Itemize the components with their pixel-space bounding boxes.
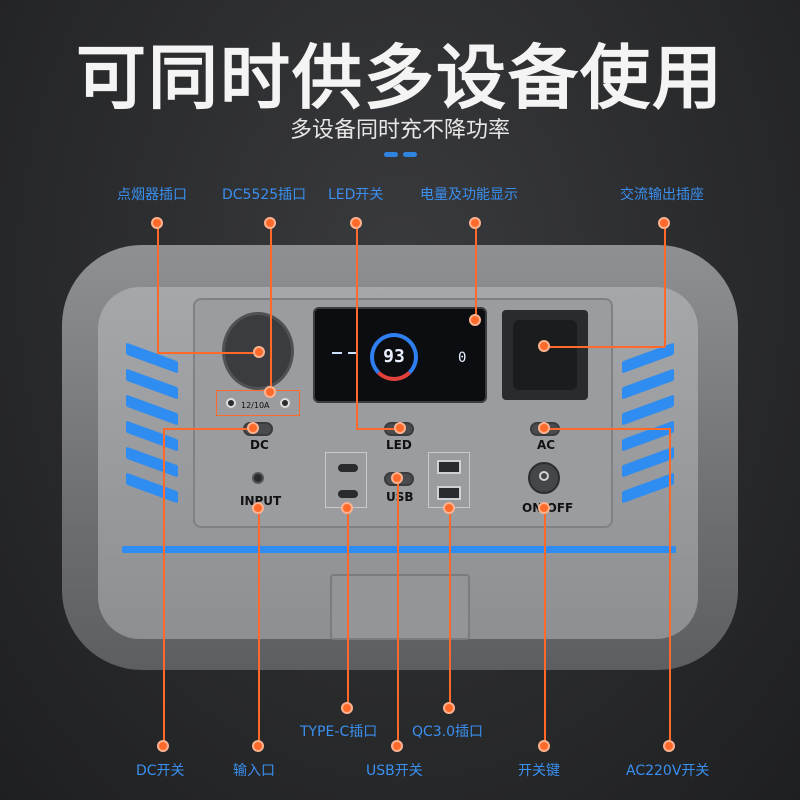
- lcd-output-value: 0: [458, 350, 467, 366]
- battery-percent: 93: [383, 346, 405, 367]
- accent-dash-left: [384, 152, 398, 157]
- ac-socket[interactable]: [513, 320, 577, 390]
- callout-dot-bottom-1: [157, 740, 169, 752]
- subline: 多设备同时充不降功率: [289, 118, 510, 143]
- callout-line-ac220-h: [544, 428, 670, 430]
- typec-port-group: [325, 452, 367, 508]
- headline: 可同时供多设备使用: [76, 37, 724, 119]
- callout-dot-top-3: [350, 217, 362, 229]
- callout-input: 输入口: [233, 763, 275, 779]
- callout-dot-ac-socket: [538, 340, 550, 352]
- lcd-dash-2: [348, 352, 358, 354]
- callout-dot-bottom-2: [252, 740, 264, 752]
- callout-line-led-h: [356, 428, 400, 430]
- dc5525-port-group: [216, 390, 300, 416]
- callout-dot-usb: [391, 472, 403, 484]
- usb-label: USB: [386, 490, 414, 504]
- callout-dot-typec: [341, 502, 353, 514]
- callout-line-dc-switch: [163, 428, 165, 746]
- callout-power-key: 开关键: [518, 763, 560, 779]
- callout-line-display: [475, 223, 477, 320]
- callout-dot-top-4: [469, 217, 481, 229]
- callout-line-led: [356, 223, 358, 428]
- callout-dot-input: [252, 502, 264, 514]
- callout-dot-top-2: [264, 217, 276, 229]
- callout-line-cigarette: [157, 223, 159, 353]
- callout-line-usb: [397, 478, 399, 746]
- input-label: INPUT: [240, 494, 282, 508]
- callout-line-ac220: [669, 428, 671, 746]
- callout-led-switch: LED开关: [328, 187, 384, 203]
- callout-line-ac-h: [544, 346, 665, 348]
- callout-dot-dc5525: [264, 386, 276, 398]
- callout-usb-switch: USB开关: [366, 763, 423, 779]
- callout-dot-top-1: [151, 217, 163, 229]
- accent-dash-right: [403, 152, 417, 157]
- callout-dot-cigarette: [253, 346, 265, 358]
- callout-ac-socket: 交流输出插座: [620, 187, 704, 203]
- bottom-handle-recess: [330, 574, 470, 640]
- callout-qc30: QC3.0插口: [412, 724, 484, 740]
- qc30-port-2[interactable]: [437, 486, 461, 500]
- typec-port-2[interactable]: [338, 490, 358, 498]
- battery-ring: [370, 333, 418, 381]
- callout-line-typec: [347, 508, 349, 708]
- dc-input-port[interactable]: [252, 472, 264, 484]
- typec-port-1[interactable]: [338, 464, 358, 472]
- callout-line-dc-switch-h: [163, 428, 253, 430]
- callout-cigarette: 点烟器插口: [117, 187, 187, 203]
- dc-rating-label: 12/10A: [241, 401, 270, 410]
- callout-dot-dc-switch: [247, 422, 259, 434]
- callout-line-qc30: [449, 508, 451, 708]
- callout-line-dc5525: [270, 223, 272, 391]
- callout-dot-led: [394, 422, 406, 434]
- callout-dot-bottom-6: [538, 740, 550, 752]
- callout-dot-qc30: [443, 502, 455, 514]
- dc5525-port-right[interactable]: [280, 398, 290, 408]
- callout-line-ac: [664, 223, 666, 347]
- accent-stripe: [122, 546, 676, 553]
- dc-label: DC: [250, 438, 269, 452]
- callout-dot-bottom-5: [443, 702, 455, 714]
- callout-line-power: [544, 508, 546, 746]
- callout-display: 电量及功能显示: [420, 187, 518, 203]
- power-icon: [539, 471, 549, 481]
- callout-dot-top-5: [658, 217, 670, 229]
- ac-label: AC: [537, 438, 556, 452]
- callout-dot-bottom-4: [391, 740, 403, 752]
- lcd-dash-1: [332, 352, 342, 354]
- callout-dc-switch: DC开关: [136, 763, 185, 779]
- qc30-port-1[interactable]: [437, 460, 461, 474]
- callout-dot-bottom-3: [341, 702, 353, 714]
- callout-dot-ac-switch: [538, 422, 550, 434]
- dc5525-port-left[interactable]: [226, 398, 236, 408]
- callout-ac220: AC220V开关: [626, 763, 710, 779]
- callout-dc5525: DC5525插口: [222, 187, 307, 203]
- callout-dot-bottom-7: [663, 740, 675, 752]
- callout-line-input: [258, 508, 260, 746]
- callout-dot-display: [469, 314, 481, 326]
- callout-dot-power: [538, 502, 550, 514]
- led-label: LED: [386, 438, 412, 452]
- callout-line-cigarette-h: [157, 352, 259, 354]
- callout-typec: TYPE-C插口: [300, 724, 378, 740]
